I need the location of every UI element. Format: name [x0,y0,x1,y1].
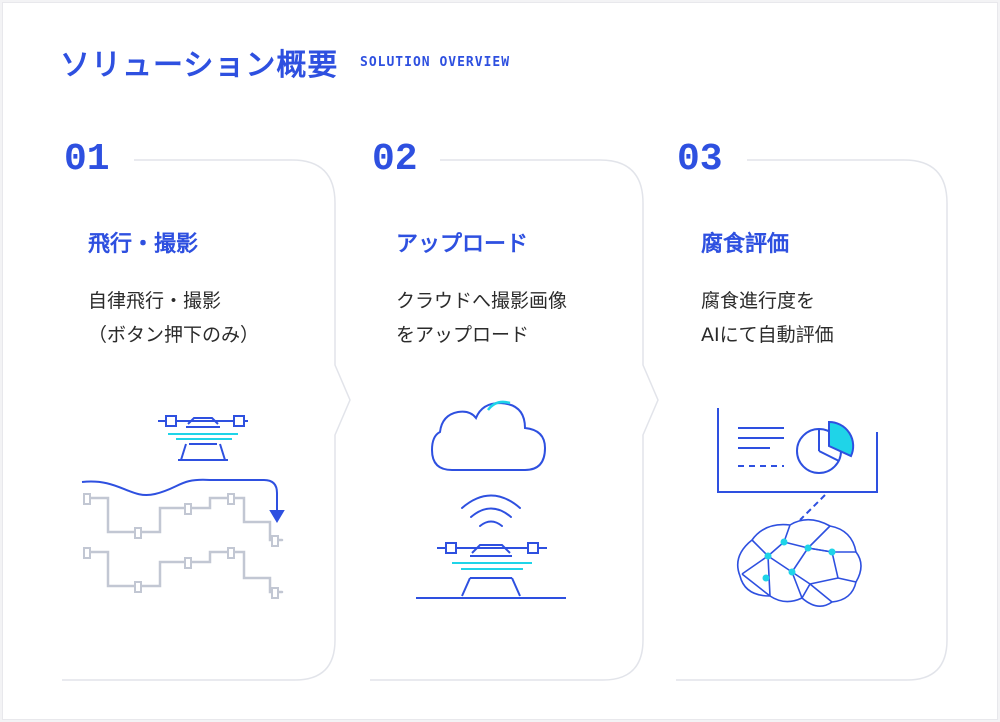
flight-path [81,478,285,523]
step-1-description: 自律飛行・撮影 （ボタン押下のみ） [88,284,259,352]
drone-2-icon [416,542,566,599]
step-1-name: 飛行・撮影 [88,232,199,257]
step-2-description: クラウドへ撮影画像 をアップロード [396,284,567,352]
step-1-number: 01 [64,138,110,181]
panel-1-outline [62,159,351,681]
brain-nodes [762,538,836,582]
step-3-desc-line-1: 腐食進行度を [701,290,816,312]
step-2-desc-line-1: クラウドへ撮影画像 [396,290,568,312]
pipe-joints [83,493,279,599]
step-2-number: 02 [372,138,418,181]
page-title: ソリューション概要 [60,48,339,83]
pie-slice [828,420,855,458]
wifi-icon [461,494,521,527]
step-3-name: 腐食評価 [701,232,790,257]
cloud-icon [430,401,547,471]
step-3-number: 03 [677,138,723,181]
drone-icon [158,415,248,461]
step-2-desc-line-2: をアップロード [396,324,530,346]
report-icon [717,408,878,493]
cloud-accent [486,400,511,411]
step-3-desc-line-2: AIにて自動評価 [701,324,834,346]
step-3-description: 腐食進行度を AIにて自動評価 [701,284,834,352]
step-1-desc-line-2: （ボタン押下のみ） [88,324,260,346]
step-1-desc-line-1: 自律飛行・撮影 [88,290,222,312]
page-subtitle: SOLUTION OVERVIEW [360,55,511,70]
step-2-name: アップロード [396,232,529,257]
panel-3-outline [676,159,948,681]
pipelines [86,496,284,594]
connector-line [799,494,826,521]
brain-icon [736,518,862,607]
panel-2-outline [370,159,659,681]
